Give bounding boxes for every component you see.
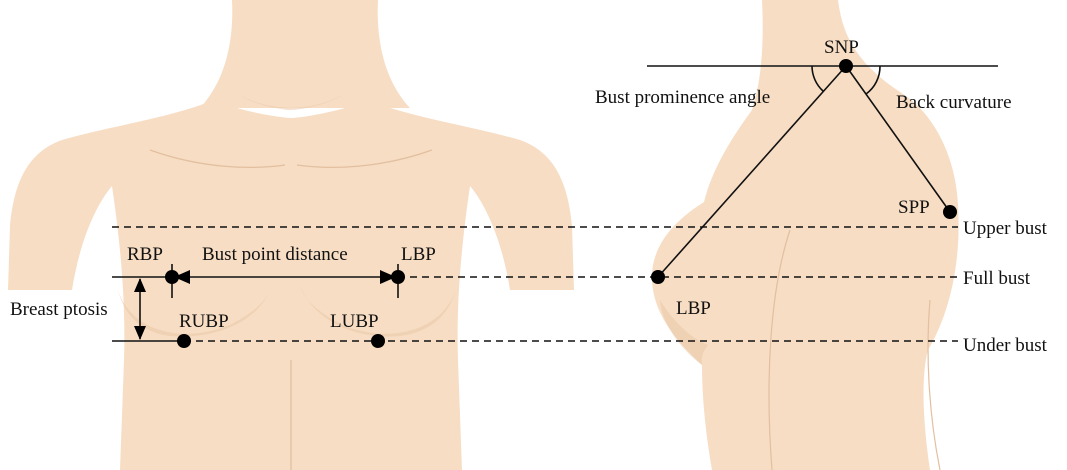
point-lubp — [371, 334, 385, 348]
level-labels: Upper bust Full bust Under bust — [963, 218, 1048, 356]
label-lbp-front: LBP — [401, 244, 436, 265]
label-rbp: RBP — [127, 244, 163, 265]
label-lbp-side: LBP — [676, 298, 711, 319]
front-neck — [200, 0, 410, 108]
label-upper-bust: Upper bust — [963, 218, 1048, 239]
label-under-bust: Under bust — [963, 335, 1048, 356]
label-bust-prominence-angle: Bust prominence angle — [595, 87, 770, 108]
label-full-bust: Full bust — [963, 268, 1031, 289]
label-back-curvature: Back curvature — [896, 92, 1012, 113]
label-spp: SPP — [898, 197, 930, 218]
label-breast-ptosis: Breast ptosis — [10, 299, 108, 320]
point-spp — [943, 205, 957, 219]
point-rubp — [177, 334, 191, 348]
point-lbp-front — [391, 270, 405, 284]
front-torso-figure — [8, 0, 574, 470]
side-torso-figure — [652, 0, 959, 470]
label-rubp: RUBP — [179, 311, 229, 332]
label-bust-point-distance: Bust point distance — [202, 244, 348, 265]
point-snp — [839, 59, 853, 73]
label-snp: SNP — [824, 37, 859, 58]
point-rbp — [165, 270, 179, 284]
point-lbp-side — [651, 270, 665, 284]
label-lubp: LUBP — [330, 311, 379, 332]
side-torso — [652, 0, 959, 470]
